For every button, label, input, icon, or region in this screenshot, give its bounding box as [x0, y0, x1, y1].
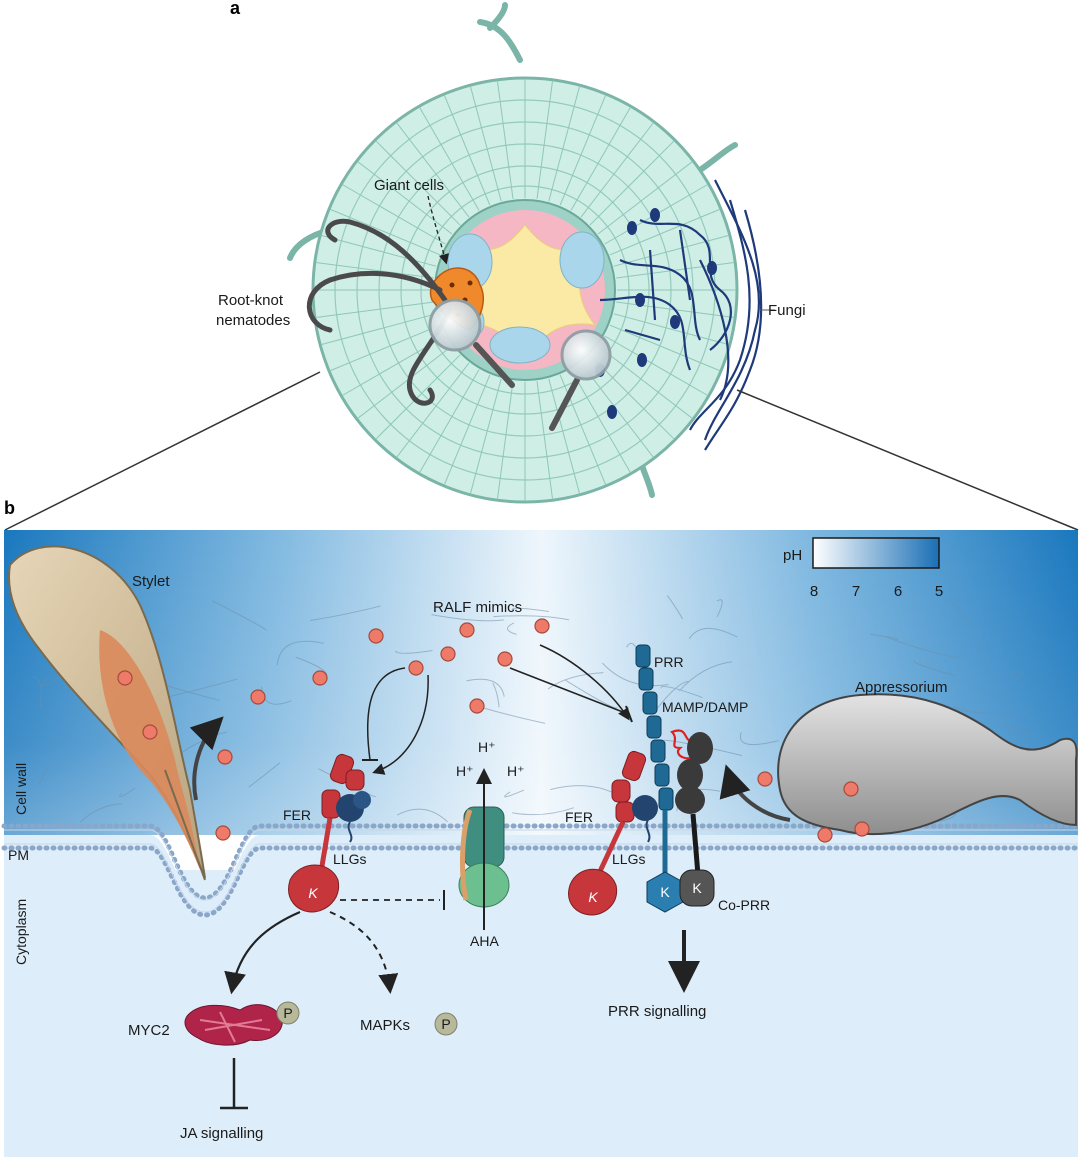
co-prr-receptor [675, 732, 715, 907]
fer-left-kinase-label: K [308, 885, 318, 901]
giant-cells-label: Giant cells [374, 177, 444, 194]
myc2-phospho-icon [276, 1001, 300, 1025]
ralf-mimic-particles [117, 618, 870, 843]
zoom-line-right [736, 389, 1079, 531]
ph-tick: 6 [894, 583, 902, 600]
ja-signalling-label: JA signalling [180, 1125, 263, 1142]
fer-receptor-right [568, 750, 647, 916]
fer-right-label: FER [565, 809, 593, 825]
ph-tick: 8 [810, 583, 818, 600]
llgs-left-label: LLGs [333, 851, 366, 867]
prr-receptor [635, 644, 684, 913]
fer-right-kinase-label: K [588, 889, 598, 905]
fer-receptor-left [288, 753, 365, 913]
ralf-to-fer-arrow [372, 674, 429, 775]
fer-left-label: FER [283, 807, 311, 823]
stylet-secretion-arrow [189, 716, 224, 801]
h-plus-top: H⁺ [478, 739, 496, 755]
nematodes [306, 218, 453, 406]
aha-proton-pump [458, 768, 510, 930]
prr-kinase-label: K [660, 884, 670, 900]
panel-a-label: a [230, 0, 241, 18]
co-prr-label: Co-PRR [718, 897, 770, 913]
mapks-phospho-label: P [441, 1016, 450, 1032]
aha-label: AHA [470, 933, 499, 949]
root-knot-label-2: nematodes [216, 312, 290, 329]
magnifier-right-icon [549, 329, 612, 431]
ralf-mimics-label: RALF mimics [433, 599, 522, 616]
myc2-label: MYC2 [128, 1022, 170, 1039]
cytoplasm-label: Cytoplasm [13, 899, 29, 965]
ph-legend: pH 8 7 6 5 [783, 537, 943, 600]
ralf-to-prr-arrow [539, 644, 630, 721]
appressorium-secretion-arrow [719, 764, 791, 822]
llgs-left [336, 791, 371, 843]
ralf-inhibit-prr-line [509, 667, 629, 715]
mamp-damp-label: MAMP/DAMP [662, 699, 748, 715]
llgs-right [632, 795, 658, 843]
nematode-stylet [8, 545, 206, 881]
fungal-appressorium [777, 693, 1078, 836]
mapks-label: MAPKs [360, 1017, 410, 1034]
cell-wall-label: Cell wall [13, 763, 29, 815]
fer-to-myc2-arrow [224, 910, 301, 995]
panel-b-label: b [4, 498, 15, 518]
magnifier-left-icon [428, 298, 515, 388]
co-prr-kinase-label: K [692, 880, 702, 896]
fer-to-mapks-arrow [329, 911, 399, 994]
ph-tick: 5 [935, 583, 943, 600]
fungal-hyphae [599, 179, 763, 451]
h-plus-left: H⁺ [456, 763, 474, 779]
fungi-label: Fungi [768, 302, 806, 319]
zoom-line-left [4, 371, 321, 531]
llgs-right-label: LLGs [612, 851, 645, 867]
myc2-phospho-label: P [283, 1005, 292, 1021]
ralf-inhibit-llg-line [366, 667, 406, 761]
pm-label: PM [8, 847, 29, 863]
appressorium-label: Appressorium [855, 679, 948, 696]
root-cross-section [287, 2, 739, 504]
prr-label: PRR [654, 654, 684, 670]
mapks-phospho-icon [434, 1012, 458, 1036]
prr-signalling-label: PRR signalling [608, 1003, 706, 1020]
root-knot-label-1: Root-knot [218, 292, 284, 309]
plasma-membrane [1, 823, 1080, 918]
myc2-protein [184, 1004, 283, 1046]
fungal-spores [595, 208, 717, 419]
ph-tick: 7 [852, 583, 860, 600]
h-plus-right: H⁺ [507, 763, 525, 779]
inhibit-bar [625, 705, 633, 723]
stylet-label: Stylet [132, 573, 170, 590]
ph-legend-title: pH [783, 547, 802, 564]
